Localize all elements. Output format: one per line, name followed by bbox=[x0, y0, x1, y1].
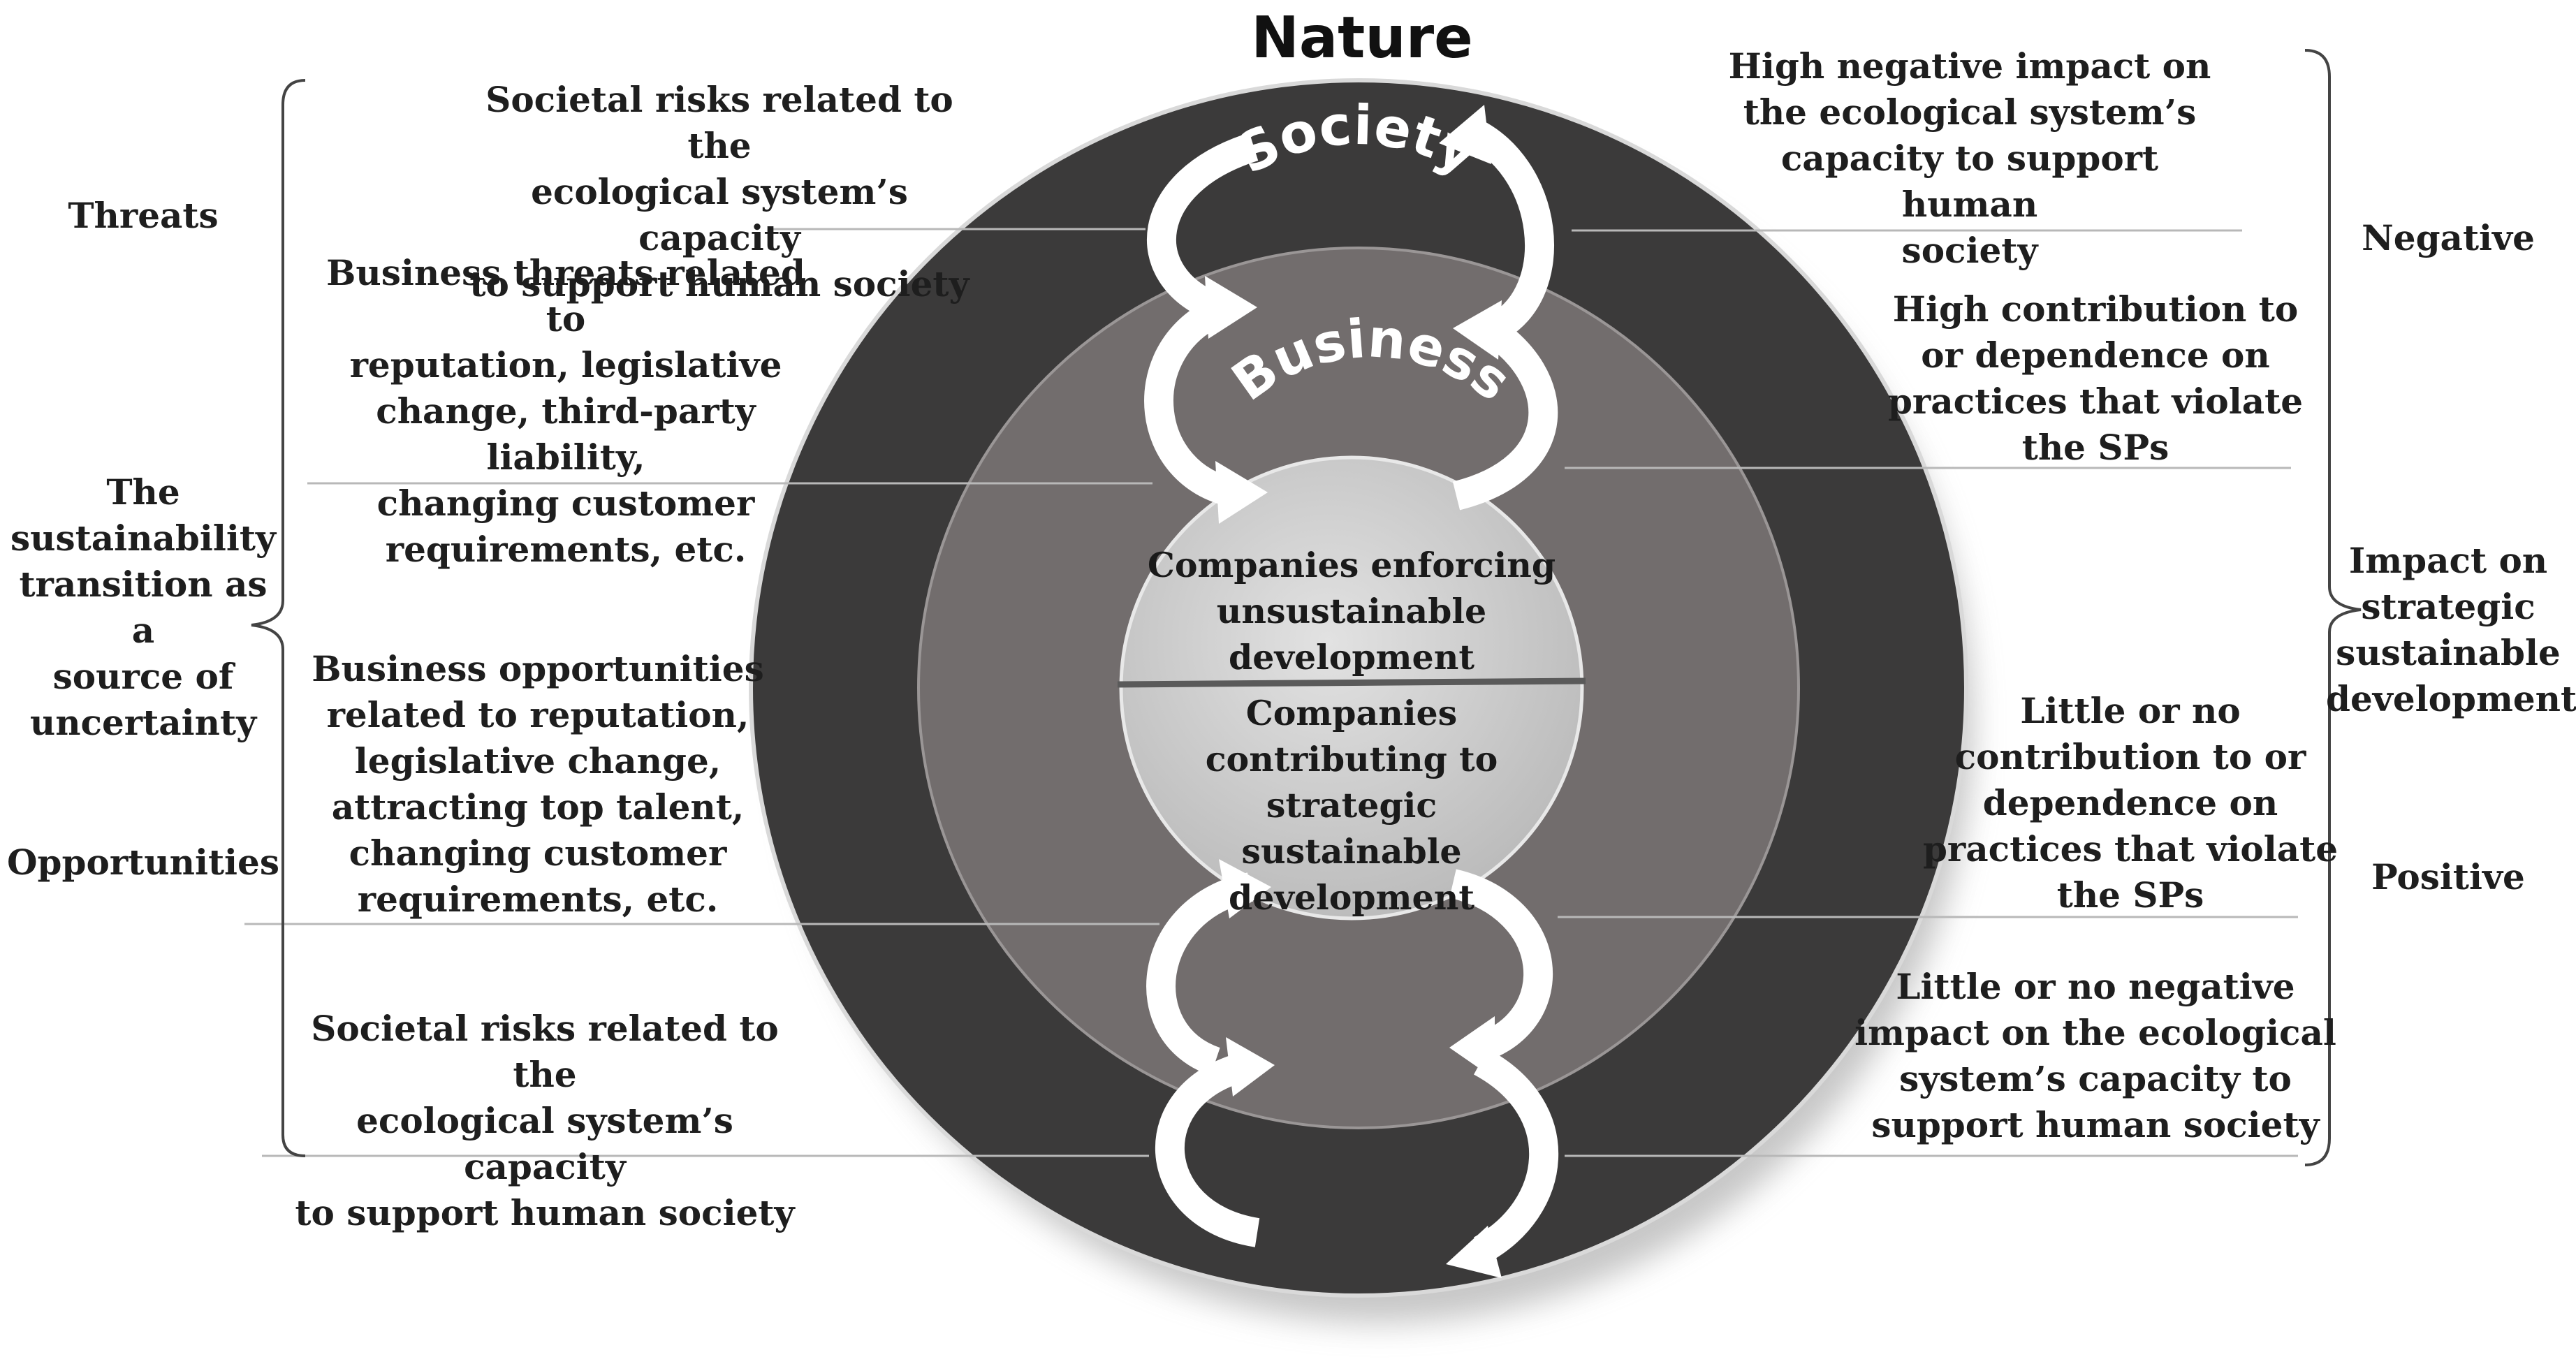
left-label-business-opportunities: Business opportunities related to reputa… bbox=[312, 648, 764, 920]
side-label-threats: Threats bbox=[68, 195, 219, 236]
left-label-business-threats: Business threats related to reputation, … bbox=[326, 252, 805, 570]
right-label-high-contribution: High contribution to or dependence on pr… bbox=[1887, 288, 2304, 468]
left-label-societal-risks-bottom: Societal risks related to the ecological… bbox=[295, 1008, 795, 1233]
inner-disc bbox=[1119, 455, 1584, 921]
core-divider bbox=[1117, 677, 1586, 688]
nature-title: Nature bbox=[1251, 5, 1473, 71]
core-upper-label: Companies enforcing unsustainable develo… bbox=[1147, 545, 1556, 677]
right-bracket bbox=[2304, 49, 2362, 1166]
upper-arrowheads bbox=[1205, 105, 1502, 524]
upper-arrows bbox=[1144, 115, 1558, 511]
side-label-negative: Negative bbox=[2362, 217, 2535, 258]
left-bracket bbox=[251, 79, 306, 1157]
leader-lines bbox=[244, 228, 2298, 1157]
right-label-little-contribution: Little or no contribution to or dependen… bbox=[1922, 690, 2339, 916]
right-label-little-negative-impact: Little or no negative impact on the ecol… bbox=[1854, 966, 2336, 1145]
side-label-positive: Positive bbox=[2371, 856, 2525, 897]
lower-arrowheads bbox=[1219, 859, 1502, 1278]
core-lower-label: Companies contributing to strategic sust… bbox=[1205, 693, 1498, 918]
right-label-high-negative-impact: High negative impact on the ecological s… bbox=[1728, 45, 2211, 271]
lower-arrows bbox=[1146, 869, 1559, 1263]
side-label-opportunities: Opportunities bbox=[7, 842, 280, 883]
side-label-impact: Impact on strategic sustainable developm… bbox=[2326, 540, 2576, 719]
side-label-uncertainty: The sustainability transition as a sourc… bbox=[10, 471, 276, 743]
left-label-societal-risks-top: Societal risks related to the ecological… bbox=[469, 79, 969, 305]
